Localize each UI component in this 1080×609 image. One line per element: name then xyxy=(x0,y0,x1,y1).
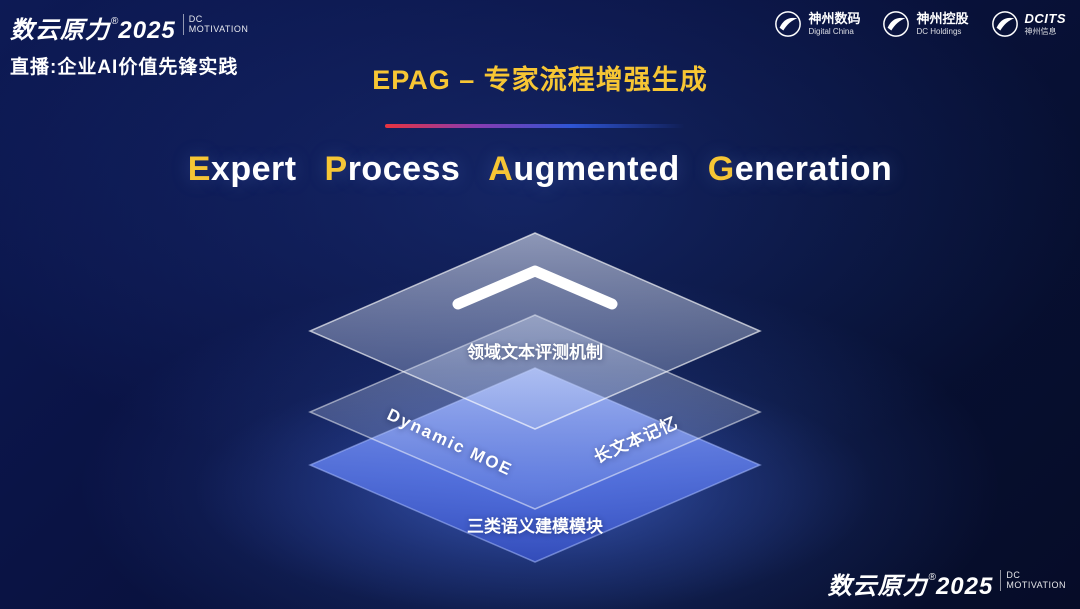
brand-year: 2025 xyxy=(118,17,176,44)
partner-dcits: DCITS 神州信息 xyxy=(991,10,1067,38)
brand-sub-line2: MOTIVATION xyxy=(188,24,249,35)
title-word: Augmented xyxy=(488,150,680,189)
title-divider xyxy=(385,124,685,128)
title-word-rest: eneration xyxy=(734,150,893,188)
brand-subtitle: DC MOTIVATION xyxy=(1000,570,1066,591)
brand-sub-line1: DC xyxy=(188,14,203,24)
partner-text: 神州控股 DC Holdings xyxy=(916,10,969,37)
partner-subname: DC Holdings xyxy=(916,26,962,36)
title-word-cap: G xyxy=(707,150,735,188)
title-word-rest: rocess xyxy=(347,150,461,188)
partner-subname: 神州信息 xyxy=(1024,26,1057,36)
partner-subname: Digital China xyxy=(808,26,854,36)
brand-logo-bottom: 数云原力®2025 DC MOTIVATION xyxy=(828,566,1066,601)
chevron-up-icon xyxy=(452,265,618,310)
brand-subtitle: DC MOTIVATION xyxy=(182,14,249,35)
title-word-cap: P xyxy=(324,150,348,188)
title-word-rest: xpert xyxy=(210,150,297,188)
layer-top-label: 领域文本评测机制 xyxy=(467,343,603,362)
partner-name: DCITS xyxy=(1024,10,1066,26)
title-word: Expert xyxy=(188,150,297,189)
title-word: Process xyxy=(325,150,461,189)
layer-bottom-label: 三类语义建模模块 xyxy=(467,517,603,536)
partner-logos: 神州数码 Digital China 神州控股 DC Holdings DCIT… xyxy=(774,10,1066,38)
title-word: Generation xyxy=(708,150,893,189)
swoosh-icon xyxy=(775,11,802,37)
registered-mark: ® xyxy=(111,15,119,27)
partner-name: 神州数码 xyxy=(808,10,861,26)
live-label: 直播:企业AI价值先锋实践 xyxy=(10,57,239,78)
brand-sub-line1: DC xyxy=(1006,570,1021,580)
main-title: Expert Process Augmented Generation xyxy=(0,150,1080,189)
partner-text: 神州数码 Digital China xyxy=(808,10,861,37)
swoosh-icon xyxy=(883,11,910,37)
brand-name: 数云原力 xyxy=(10,17,110,44)
brand-logo-top: 数云原力®2025 DC MOTIVATION xyxy=(10,10,248,45)
partner-name: 神州控股 xyxy=(916,10,969,26)
partner-text: DCITS 神州信息 xyxy=(1024,10,1067,37)
brand-name: 数云原力 xyxy=(827,573,928,600)
brand-sub-line2: MOTIVATION xyxy=(1006,580,1066,591)
brand-year: 2025 xyxy=(935,573,994,600)
swoosh-icon xyxy=(991,11,1018,37)
registered-mark: ® xyxy=(928,571,936,583)
title-word-rest: ugmented xyxy=(513,150,680,188)
title-word-cap: E xyxy=(187,150,211,188)
partner-dc-holdings: 神州控股 DC Holdings xyxy=(882,10,969,38)
title-word-cap: A xyxy=(488,150,514,188)
partner-digital-china: 神州数码 Digital China xyxy=(774,10,860,38)
page-title: EPAG – 专家流程增强生成 xyxy=(372,65,708,95)
layer-top-shape xyxy=(308,232,762,430)
